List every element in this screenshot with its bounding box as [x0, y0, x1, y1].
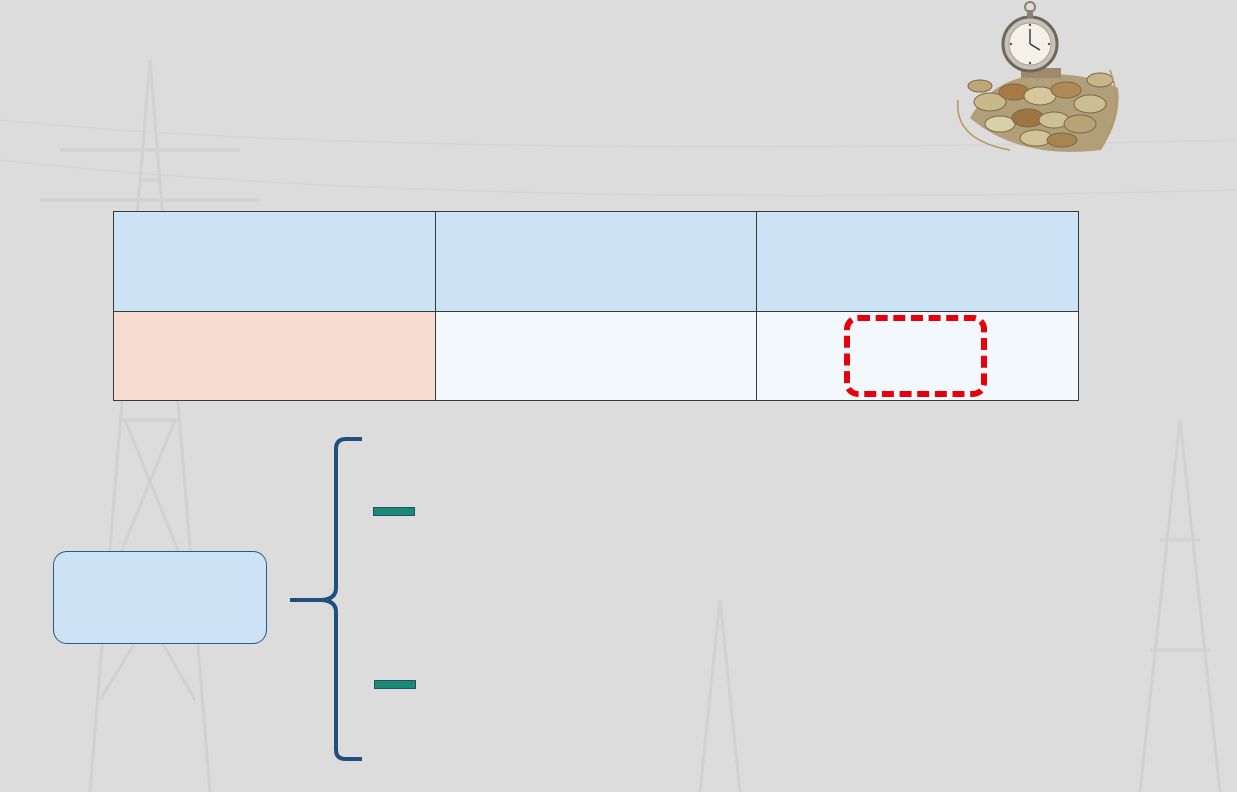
branch-marker	[373, 507, 415, 516]
pocket-watch-coins-image	[957, 1, 1119, 152]
table-cell-highlighted	[756, 311, 1079, 401]
table-row	[113, 311, 1079, 401]
curly-brace	[290, 437, 362, 761]
table-cell	[434, 311, 758, 401]
comparison-table	[113, 211, 1079, 401]
concept-box	[53, 551, 267, 644]
table-header-row	[113, 211, 1079, 312]
table-cell	[113, 311, 436, 401]
dashed-highlight-box	[844, 315, 988, 397]
branch-marker	[374, 680, 416, 689]
table-header-cell	[756, 211, 1079, 312]
table-header-cell	[434, 211, 758, 312]
table-header-cell	[113, 211, 436, 312]
